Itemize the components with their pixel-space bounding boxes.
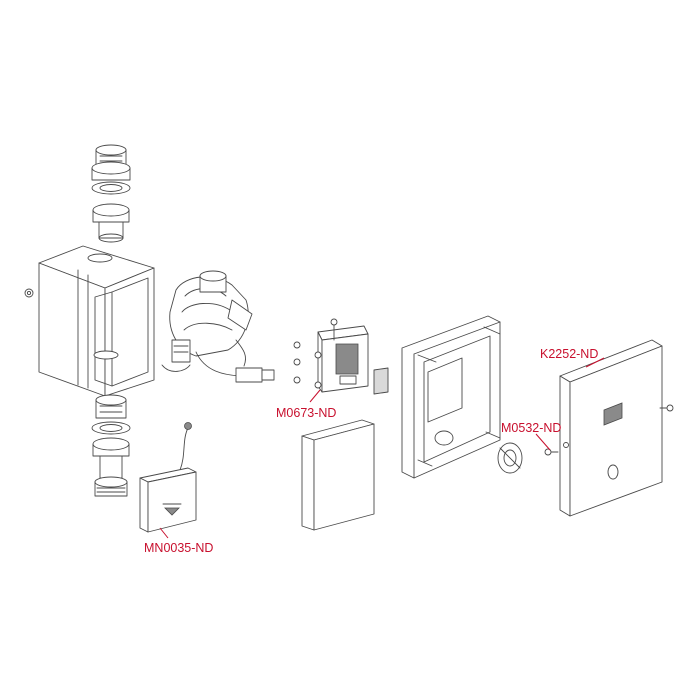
solenoid-valve [161,270,275,383]
label-mn0035: MN0035-ND [144,541,214,555]
battery-pack [139,422,197,533]
label-k2252: K2252-ND [540,347,599,361]
front-cover [559,339,674,517]
top-fittings [91,144,131,243]
mounting-box [24,245,155,397]
mounting-frame [401,315,501,479]
foam-block [301,419,375,531]
leader-lines [159,357,605,539]
bottom-fittings [91,394,131,497]
nut-ring [497,442,523,474]
label-m0532: M0532-ND [501,421,562,435]
screw [544,448,559,456]
sensor-module [293,318,389,395]
label-m0673: M0673-ND [276,406,337,420]
